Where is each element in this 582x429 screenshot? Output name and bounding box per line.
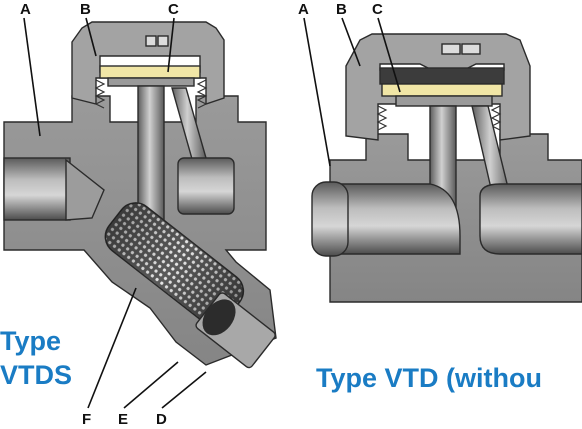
left-inlet-elbow <box>65 158 105 221</box>
right-cap-notch <box>461 43 481 55</box>
left-inlet-bore <box>3 157 71 221</box>
left-trap-cutaway <box>3 21 277 369</box>
right-dark-ring <box>379 67 505 85</box>
right-inlet-bore <box>329 183 461 255</box>
left-callout-a: A <box>20 1 31 18</box>
leader-d <box>161 371 207 409</box>
right-inlet-end <box>311 181 349 257</box>
leader-c-right <box>377 17 401 93</box>
left-caption-line1: Type <box>0 326 61 356</box>
right-seat <box>395 95 493 107</box>
left-blowdown-plug <box>195 292 276 369</box>
left-cap-threads-left <box>94 79 208 109</box>
leader-f <box>87 287 137 409</box>
right-outlet-bore <box>479 183 582 255</box>
leader-e <box>123 361 179 409</box>
right-callout-b: B <box>336 1 347 18</box>
leader-a-left <box>23 17 41 137</box>
left-callout-f: F <box>82 411 91 428</box>
leader-a-right <box>303 17 331 167</box>
left-seat <box>107 77 195 87</box>
right-trap-cutaway <box>311 33 582 303</box>
left-cap-notch <box>157 35 169 47</box>
left-callout-e: E <box>118 411 128 428</box>
right-callout-a: A <box>298 1 309 18</box>
left-disc <box>99 65 201 79</box>
right-cap-threads-left <box>376 105 388 131</box>
leader-c-left <box>167 17 175 73</box>
right-cap-notch <box>441 43 461 55</box>
leader-b-right <box>341 17 361 67</box>
left-callout-b: B <box>80 1 91 18</box>
left-caption-line2: VTDS <box>0 360 72 390</box>
left-callout-c: C <box>168 1 179 18</box>
left-outlet-bore <box>177 157 235 215</box>
right-callout-c: C <box>372 1 383 18</box>
leader-b-left <box>85 17 97 57</box>
right-caption: Type VTD (withou <box>316 363 542 393</box>
left-cap-notch <box>145 35 157 47</box>
left-strainer-screen <box>104 202 245 326</box>
left-callout-d: D <box>156 411 167 428</box>
